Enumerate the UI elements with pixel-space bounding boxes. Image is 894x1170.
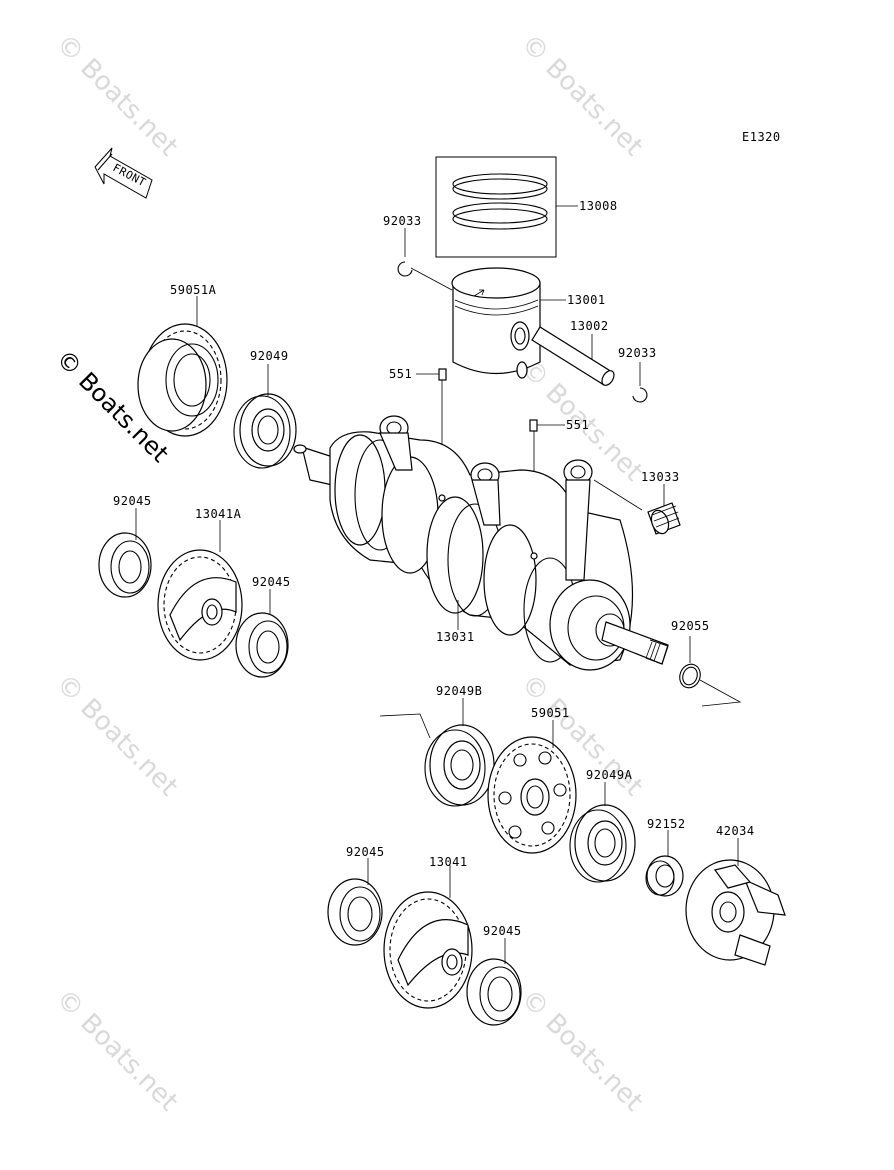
front-label: FRONT xyxy=(111,161,149,189)
part-label: 92045 xyxy=(483,924,522,938)
part-label: 92055 xyxy=(671,619,710,633)
part-label: 13008 xyxy=(579,199,618,213)
part-label: 42034 xyxy=(716,824,755,838)
oil-seal-92049b-icon xyxy=(424,724,495,807)
needle-bearing-icon xyxy=(647,502,681,535)
ball-bearing-icon xyxy=(327,878,522,1026)
part-label: 92033 xyxy=(618,346,657,360)
watermark: © Boats.net xyxy=(50,29,183,162)
part-label: 92152 xyxy=(647,817,686,831)
part-label: 13041A xyxy=(195,507,242,521)
front-arrow-icon: FRONT xyxy=(94,147,153,199)
connecting-rod-icon xyxy=(379,415,593,581)
o-ring-icon xyxy=(679,663,701,689)
gear-59051a-icon xyxy=(137,323,228,437)
collar-92152-icon xyxy=(645,855,684,897)
watermark: © Boats.net xyxy=(50,984,183,1117)
part-label: 551 xyxy=(389,367,412,381)
piston-ring-set-icon xyxy=(435,156,557,258)
part-label: 92033 xyxy=(383,214,422,228)
diagram-code: E1320 xyxy=(742,130,781,144)
part-label: 92045 xyxy=(346,845,385,859)
part-labels: 13008 92033 13001 13002 92033 551 551 59… xyxy=(113,199,755,938)
balancer-13041-icon xyxy=(383,891,473,1009)
part-label: 13033 xyxy=(641,470,680,484)
balancer-13041a-icon xyxy=(157,549,243,661)
oil-seal-92049a-icon xyxy=(569,804,636,883)
circlip-icon xyxy=(397,261,648,403)
oil-seal-92049-icon xyxy=(233,393,297,469)
part-label: 92045 xyxy=(113,494,152,508)
part-label: 92045 xyxy=(252,575,291,589)
gear-59051-icon xyxy=(487,736,577,854)
crankshaft-icon xyxy=(293,431,669,671)
part-label: 59051A xyxy=(170,283,217,297)
piston-icon xyxy=(451,267,541,379)
part-label: 92049A xyxy=(586,768,633,782)
watermark: © Boats.net xyxy=(50,669,183,802)
watermark: © Boats.net xyxy=(515,29,648,162)
part-label: 13002 xyxy=(570,319,609,333)
piston-pin-icon xyxy=(531,326,615,386)
dowel-pin-icon xyxy=(438,368,538,432)
part-label: 92049B xyxy=(436,684,482,698)
part-label: 13001 xyxy=(567,293,606,307)
part-label: 92049 xyxy=(250,349,289,363)
coupling-42034-icon xyxy=(685,859,786,966)
part-label: 13031 xyxy=(436,630,475,644)
ball-bearing-icon xyxy=(98,532,289,678)
part-label: 13041 xyxy=(429,855,468,869)
part-label: 59051 xyxy=(531,706,570,720)
part-label: 551 xyxy=(566,418,589,432)
watermark: © Boats.net xyxy=(515,984,648,1117)
